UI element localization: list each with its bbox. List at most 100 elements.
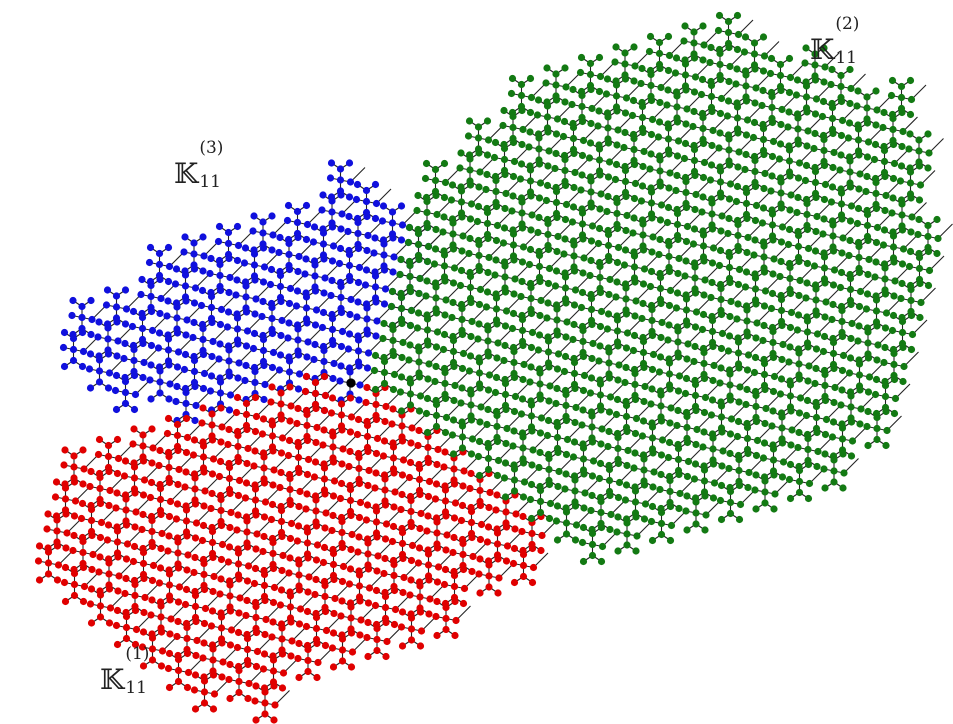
vertex xyxy=(338,518,345,525)
vertex xyxy=(113,622,120,629)
vertex xyxy=(314,541,321,548)
vertex xyxy=(166,380,173,387)
vertex xyxy=(105,442,112,449)
vertex xyxy=(440,463,447,470)
vertex xyxy=(53,516,60,523)
vertex xyxy=(156,367,163,374)
vertex xyxy=(70,463,77,470)
vertex xyxy=(538,532,545,539)
vertex xyxy=(123,521,130,528)
vertex xyxy=(327,292,334,299)
vertex xyxy=(243,597,250,604)
vertex xyxy=(269,550,276,557)
vertex xyxy=(113,406,120,413)
vertex xyxy=(345,213,352,220)
vertex xyxy=(252,614,259,621)
vertex xyxy=(422,175,429,182)
vertex xyxy=(364,433,371,440)
vertex xyxy=(295,253,302,260)
vertex xyxy=(210,573,217,580)
vertex xyxy=(328,277,335,284)
vertex xyxy=(157,496,164,503)
vertex xyxy=(373,647,380,654)
vertex xyxy=(451,572,458,579)
vertex xyxy=(191,417,198,424)
vertex xyxy=(287,285,294,292)
vertex xyxy=(157,511,164,518)
vertex xyxy=(269,501,276,508)
vertex xyxy=(234,257,241,264)
vertex xyxy=(485,523,492,530)
vertex xyxy=(217,321,224,328)
vertex xyxy=(114,527,121,534)
vertex xyxy=(182,282,189,289)
vertex xyxy=(200,442,207,449)
vertex xyxy=(415,290,422,297)
vertex xyxy=(416,465,423,472)
vertex xyxy=(356,381,363,388)
vertex xyxy=(330,360,337,367)
vertex xyxy=(227,607,234,614)
vertex xyxy=(243,400,250,407)
vertex xyxy=(217,287,224,294)
vertex xyxy=(245,562,252,569)
vertex xyxy=(373,200,380,207)
vertex xyxy=(210,455,217,462)
vertex xyxy=(200,571,207,578)
vertex xyxy=(321,464,328,471)
vertex xyxy=(425,576,432,583)
vertex xyxy=(285,251,292,258)
vertex xyxy=(322,509,329,516)
vertex xyxy=(371,484,378,491)
vertex xyxy=(43,525,50,532)
vertex xyxy=(166,263,173,270)
vertex xyxy=(226,592,233,599)
vertex xyxy=(209,539,216,546)
vertex xyxy=(260,336,267,343)
vertex xyxy=(233,276,240,283)
vertex xyxy=(372,298,379,305)
vertex xyxy=(217,404,224,411)
vertex xyxy=(286,554,293,561)
vertex xyxy=(381,437,388,444)
vertex xyxy=(260,396,267,403)
vertex xyxy=(114,607,121,614)
vertex xyxy=(338,309,345,316)
vertex xyxy=(329,394,336,401)
vertex xyxy=(337,362,344,369)
vertex xyxy=(348,629,355,636)
vertex xyxy=(354,298,361,305)
vertex xyxy=(141,476,148,483)
vertex xyxy=(416,491,423,498)
vertex xyxy=(433,211,440,218)
vertex xyxy=(244,327,251,334)
vertex xyxy=(460,566,467,573)
vertex xyxy=(390,469,397,476)
vertex xyxy=(321,544,328,551)
vertex xyxy=(114,587,121,594)
vertex xyxy=(363,187,370,194)
vertex xyxy=(45,570,52,577)
vertex xyxy=(354,219,361,226)
vertex xyxy=(269,618,276,625)
vertex xyxy=(148,528,155,535)
vertex xyxy=(184,650,191,657)
vertex xyxy=(81,583,88,590)
vertex xyxy=(192,603,199,610)
vertex xyxy=(235,689,242,696)
vertex xyxy=(173,633,180,640)
vertex xyxy=(96,474,103,481)
vertex xyxy=(147,361,154,368)
vertex xyxy=(234,511,241,518)
vertex xyxy=(518,528,525,535)
vertex xyxy=(173,515,180,522)
vertex xyxy=(103,301,110,308)
vertex xyxy=(97,613,104,620)
vertex xyxy=(389,208,396,215)
vertex xyxy=(183,532,190,539)
vertex xyxy=(434,578,441,585)
vertex xyxy=(407,288,414,295)
vertex xyxy=(302,505,309,512)
vertex xyxy=(381,266,388,273)
vertex xyxy=(86,483,93,490)
